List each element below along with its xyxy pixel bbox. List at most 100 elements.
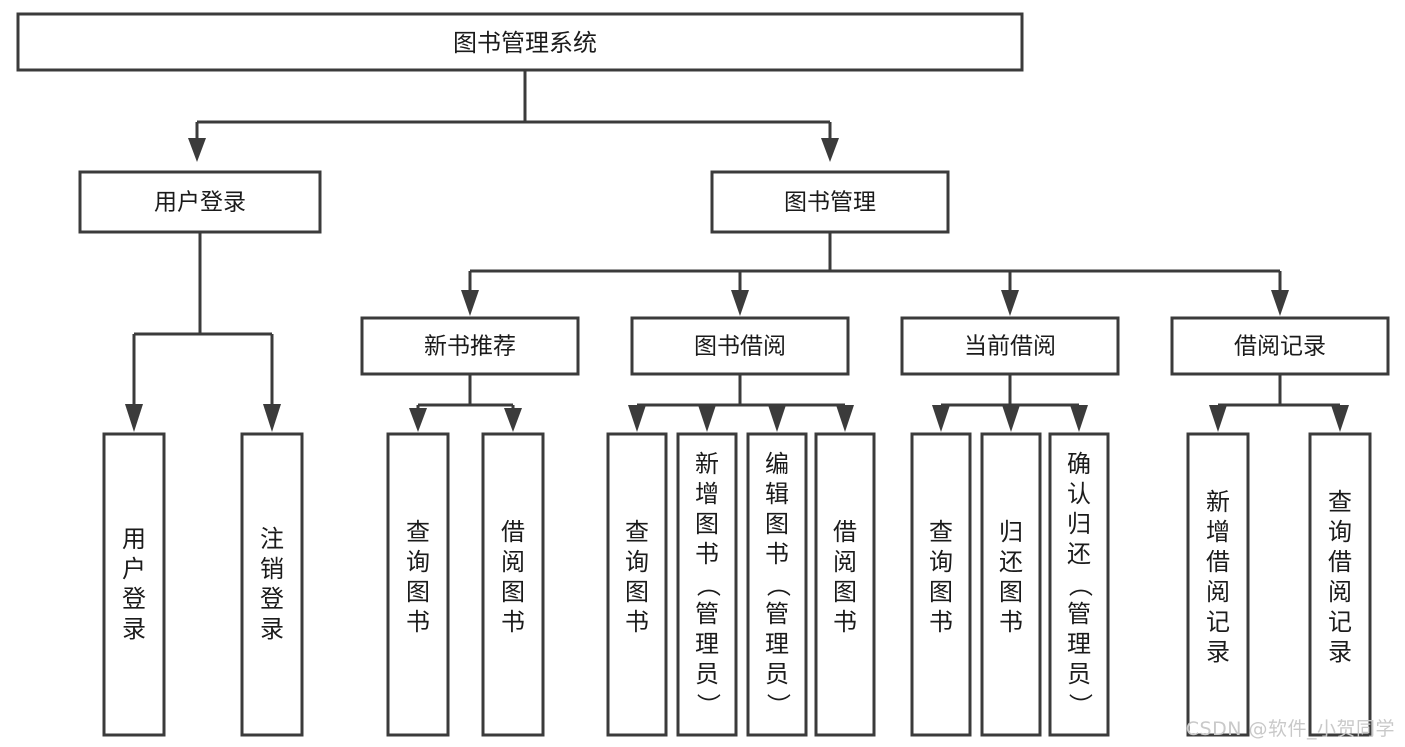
node-user-login-label: 用户登录: [154, 190, 246, 216]
vertical-label-char: 员: [765, 660, 789, 688]
vertical-label-char: 询: [1328, 518, 1352, 546]
vertical-label-char: 图: [929, 578, 953, 606]
vertical-label-char: 理: [1067, 630, 1091, 658]
vertical-label-char: 新: [1206, 488, 1230, 516]
vertical-label-char: 确: [1067, 450, 1091, 478]
node-leaf-user-login-box[interactable]: [102, 432, 166, 737]
vertical-label-char: 借: [1328, 548, 1352, 576]
vertical-label-char: 阅: [1328, 578, 1352, 606]
vertical-label-char: 认: [1067, 480, 1091, 508]
node-borrow-record-label: 借阅记录: [1234, 334, 1326, 360]
vertical-label-char: 增: [1206, 518, 1230, 546]
csdn-watermark: CSDN @软件_小贺同学: [1185, 718, 1395, 740]
node-new-book-recommend[interactable]: 新书推荐: [360, 316, 580, 376]
arrow-head-book-mgmt: [821, 138, 839, 162]
arrow-head-leaf-query-book-2: [628, 405, 646, 432]
node-leaf-query-book-rec-box[interactable]: [386, 432, 450, 737]
connector-layer: [125, 70, 1349, 432]
vertical-label-char: 销: [260, 555, 284, 583]
vertical-label-char: 新: [695, 450, 719, 478]
node-leaf-edit-book-box[interactable]: [746, 432, 808, 737]
vertical-label-char: 借: [833, 518, 857, 546]
node-book-management-label: 图书管理: [784, 190, 876, 216]
vertical-label-char: 查: [406, 518, 430, 546]
node-leaf-query-book-borrow-box[interactable]: [606, 432, 668, 737]
node-leaf-borrow-book-rec-box[interactable]: [481, 432, 545, 737]
node-book-borrow[interactable]: 图书借阅: [630, 316, 850, 376]
vertical-label-char: 管: [765, 600, 789, 628]
node-book-management-box[interactable]: [710, 170, 950, 234]
node-borrow-record[interactable]: 借阅记录: [1170, 316, 1390, 376]
node-new-book-recommend-label: 新书推荐: [424, 334, 516, 360]
vertical-label-char: 录: [122, 615, 146, 643]
vertical-label-char: 录: [1328, 638, 1352, 666]
arrow-head-leaf-add-record: [1209, 405, 1227, 432]
node-leaf-add-book-box[interactable]: [676, 432, 738, 737]
vertical-label-char: 还: [1067, 540, 1091, 568]
vertical-label-char: 录: [260, 615, 284, 643]
vertical-label-char: 借: [1206, 548, 1230, 576]
arrow-head-leaf-query-book-1: [409, 408, 427, 432]
arrow-head-new-book-rec: [461, 290, 479, 316]
node-leaf-borrow-book-borrow-box[interactable]: [814, 432, 876, 737]
node-new-book-recommend-box[interactable]: [360, 316, 580, 376]
vertical-label-char: 图: [999, 578, 1023, 606]
vertical-label-char: 增: [695, 480, 719, 508]
vertical-label-char: 书: [833, 608, 857, 636]
vertical-label-char: 归: [999, 518, 1023, 546]
vertical-label-char: 书: [695, 540, 719, 568]
arrow-head-leaf-borrow-book-2: [836, 405, 854, 432]
vertical-label-char: 书: [501, 608, 525, 636]
node-root-box[interactable]: [16, 12, 1024, 72]
node-leaf-add-borrow-record-box[interactable]: [1186, 432, 1250, 737]
node-leaf-return-book-box[interactable]: [980, 432, 1042, 737]
node-borrow-record-box[interactable]: [1170, 316, 1390, 376]
arrow-head-user-login: [188, 138, 206, 162]
vertical-label-char: 用: [122, 525, 146, 553]
vertical-label-char: 查: [625, 518, 649, 546]
arrow-head-leaf-edit-book: [768, 405, 786, 432]
vertical-label-char: 记: [1206, 608, 1230, 636]
arrow-head-current-borrow: [1001, 290, 1019, 316]
node-root[interactable]: 图书管理系统: [16, 12, 1024, 72]
vertical-label-char: 编: [765, 450, 789, 478]
node-leaf-confirm-return-box[interactable]: [1048, 432, 1110, 737]
node-leaf-user-login-label: 用户登录: [122, 525, 146, 643]
vertical-label-char: 图: [625, 578, 649, 606]
node-user-login[interactable]: 用户登录: [78, 170, 322, 234]
node-book-borrow-box[interactable]: [630, 316, 850, 376]
node-user-login-box[interactable]: [78, 170, 322, 234]
node-current-borrow-box[interactable]: [900, 316, 1120, 376]
vertical-label-char: 图: [765, 510, 789, 538]
vertical-label-char: 询: [406, 548, 430, 576]
node-current-borrow[interactable]: 当前借阅: [900, 316, 1120, 376]
node-leaf-logout-box[interactable]: [240, 432, 304, 737]
arrow-head-leaf-confirm-return: [1070, 405, 1088, 432]
node-leaf-query-borrow-record-box[interactable]: [1308, 432, 1372, 737]
vertical-label-char: 录: [1206, 638, 1230, 666]
node-leaf-query-book-current-box[interactable]: [910, 432, 972, 737]
vertical-label-char: 登: [122, 585, 146, 613]
vertical-label-char: 图: [695, 510, 719, 538]
vertical-label-char: 询: [625, 548, 649, 576]
node-book-management[interactable]: 图书管理: [710, 170, 950, 234]
vertical-label-char: 记: [1328, 608, 1352, 636]
arrow-head-leaf-query-book-3: [932, 405, 950, 432]
vertical-label-char: 员: [695, 660, 719, 688]
vertical-label-char: 登: [260, 585, 284, 613]
vertical-label-char: 理: [765, 630, 789, 658]
vertical-label-char: 阅: [833, 548, 857, 576]
vertical-label-char: 管: [695, 600, 719, 628]
vertical-label-char: （: [764, 573, 792, 597]
vertical-label-char: 图: [501, 578, 525, 606]
arrow-head-leaf-query-record: [1331, 405, 1349, 432]
